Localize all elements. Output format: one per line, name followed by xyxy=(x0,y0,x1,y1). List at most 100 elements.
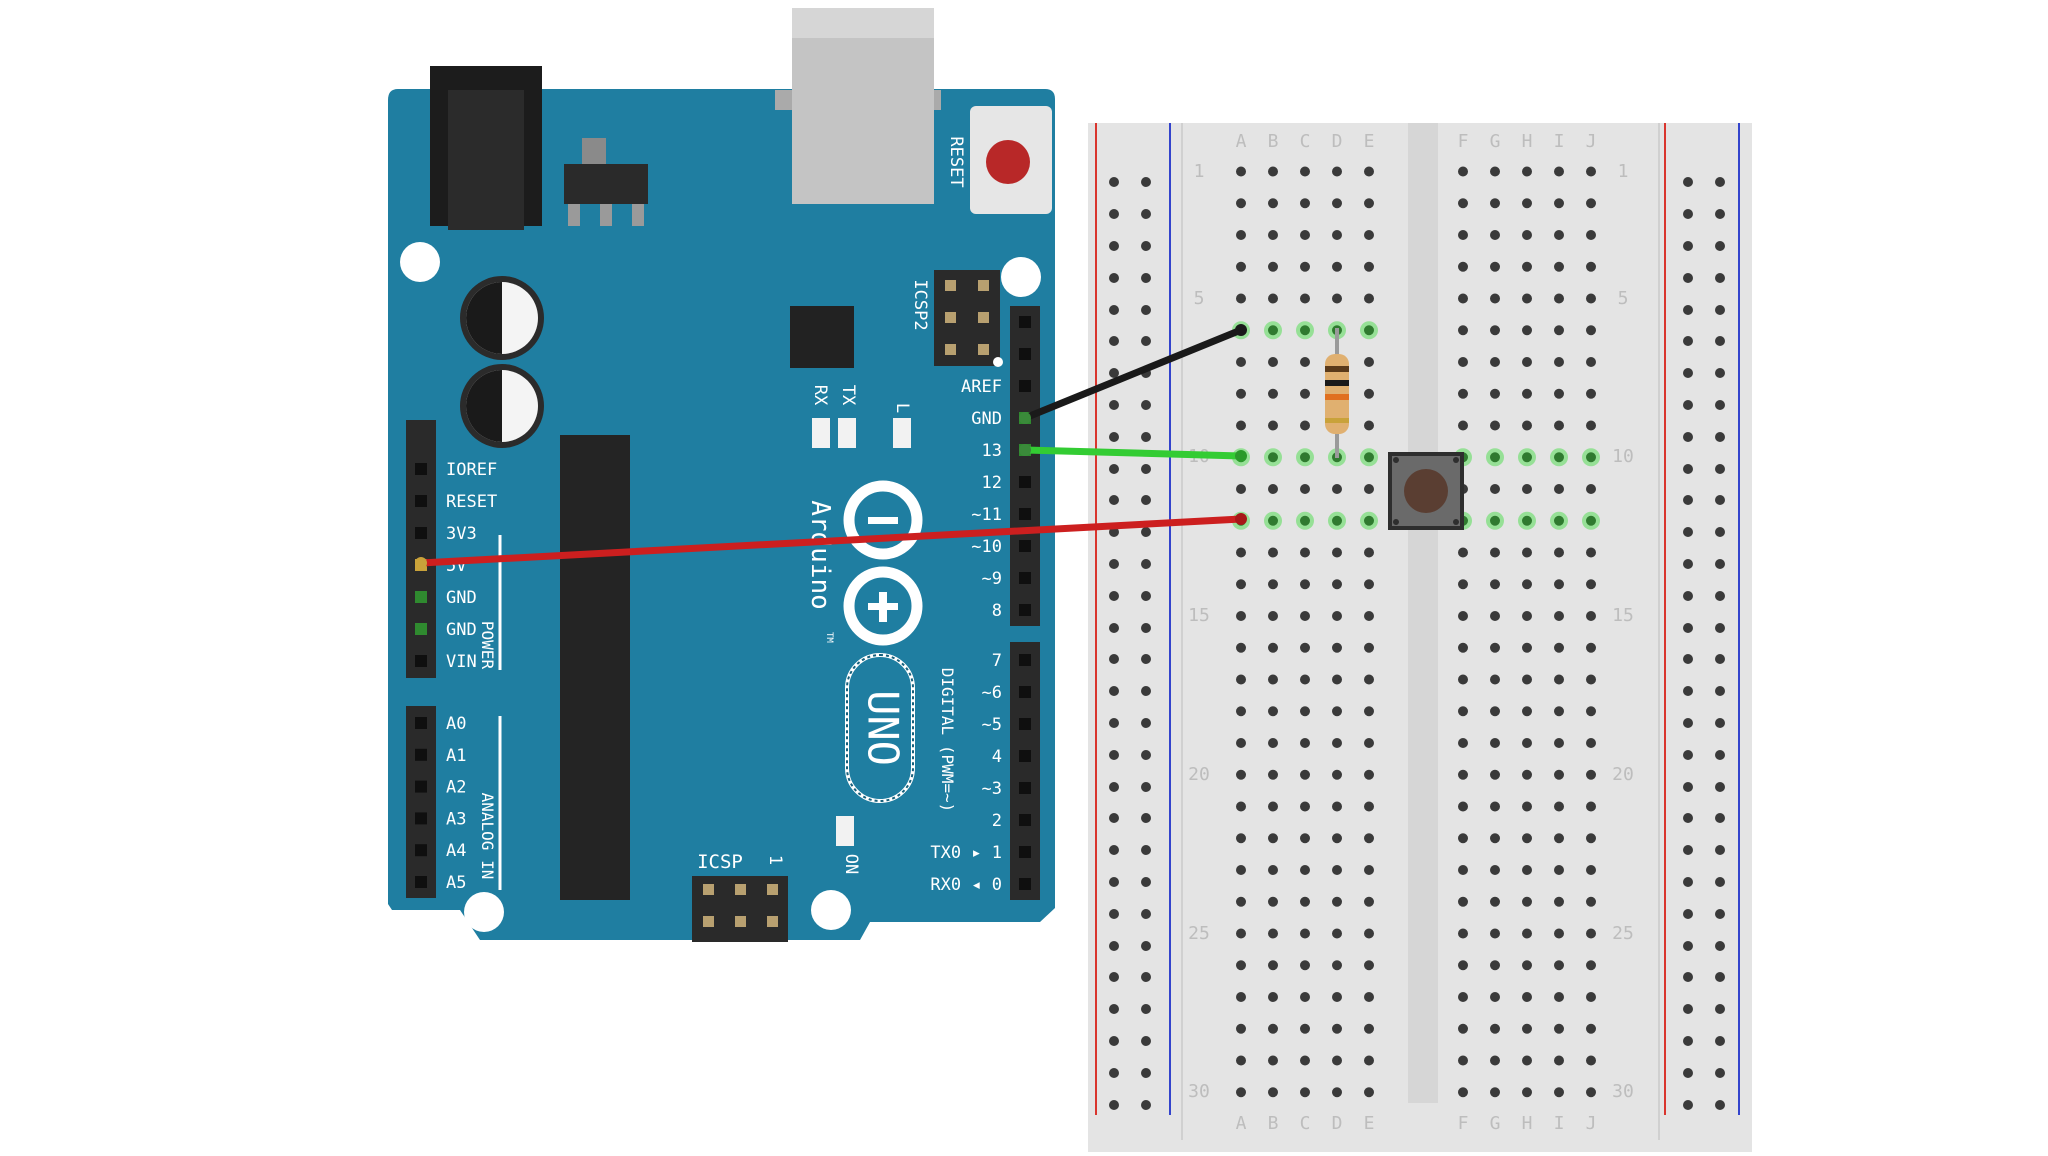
breadboard-hole xyxy=(1268,515,1278,526)
rail-hole xyxy=(1683,623,1693,633)
breadboard-hole xyxy=(1586,515,1596,526)
header-socket xyxy=(415,717,427,729)
pin-label: A1 xyxy=(446,746,466,766)
breadboard-hole xyxy=(1458,325,1468,336)
breadboard-hole xyxy=(1268,198,1278,209)
header-socket xyxy=(415,527,427,539)
pin-label: GND xyxy=(446,620,477,640)
center-channel xyxy=(1408,123,1438,1103)
breadboard-hole xyxy=(1332,642,1342,653)
rail-hole xyxy=(1683,654,1693,664)
rail-hole xyxy=(1109,432,1119,442)
breadboard-hole xyxy=(1236,611,1246,621)
analog-group-label: ANALOG IN xyxy=(478,793,497,880)
breadboard-hole xyxy=(1522,611,1532,621)
breadboard-hole xyxy=(1586,166,1596,177)
rail-hole xyxy=(1715,1100,1725,1110)
brand-label: Arduino xyxy=(805,500,835,610)
rail-hole xyxy=(1715,750,1725,760)
breadboard-hole xyxy=(1554,547,1564,558)
row-number: 20 xyxy=(1612,764,1634,785)
pin-label: A3 xyxy=(446,809,466,829)
breadboard-hole xyxy=(1268,833,1278,844)
breadboard-hole xyxy=(1554,992,1564,1002)
rail-hole xyxy=(1683,336,1693,346)
rx-led xyxy=(812,418,830,448)
breadboard-hole xyxy=(1490,960,1500,971)
rail-hole xyxy=(1109,623,1119,633)
rail-hole xyxy=(1683,209,1693,219)
breadboard-hole xyxy=(1332,1023,1342,1034)
rail-hole xyxy=(1141,273,1151,283)
reset-button xyxy=(986,140,1030,184)
breadboard-hole xyxy=(1332,1087,1342,1098)
header-socket xyxy=(415,655,427,667)
breadboard-hole xyxy=(1490,642,1500,653)
tx-led xyxy=(838,418,856,448)
breadboard-hole xyxy=(1490,1055,1500,1066)
breadboard-hole xyxy=(1332,801,1342,812)
breadboard-hole xyxy=(1236,769,1246,780)
breadboard-hole xyxy=(1364,833,1374,844)
row-number: 1 xyxy=(1194,161,1205,182)
breadboard-hole xyxy=(1522,1023,1532,1034)
rail-hole xyxy=(1141,336,1151,346)
breadboard-hole xyxy=(1332,928,1342,939)
breadboard-hole xyxy=(1300,325,1310,336)
breadboard-hole xyxy=(1554,261,1564,272)
rail-hole xyxy=(1715,209,1725,219)
breadboard-hole xyxy=(1332,769,1342,780)
breadboard-hole xyxy=(1490,166,1500,177)
header-socket xyxy=(1019,878,1031,890)
breadboard-hole xyxy=(1586,198,1596,209)
breadboard-hole xyxy=(1522,357,1532,367)
breadboard-hole xyxy=(1522,198,1532,209)
pin-label: RX0 ◂ 0 xyxy=(930,875,1002,895)
breadboard-hole xyxy=(1458,896,1468,907)
breadboard-hole xyxy=(1236,674,1246,685)
rail-hole xyxy=(1109,718,1119,728)
breadboard-hole xyxy=(1364,706,1374,717)
rail-hole xyxy=(1683,1100,1693,1110)
rail-hole xyxy=(1109,336,1119,346)
breadboard-hole xyxy=(1332,261,1342,272)
breadboard-hole xyxy=(1300,547,1310,558)
pin-label: GND xyxy=(446,588,477,608)
breadboard-hole xyxy=(1332,706,1342,717)
pin-label: VIN xyxy=(446,652,477,672)
breadboard-hole xyxy=(1522,166,1532,177)
breadboard-hole xyxy=(1458,738,1468,748)
breadboard-hole xyxy=(1458,865,1468,875)
rail-hole xyxy=(1109,750,1119,760)
breadboard-hole xyxy=(1300,388,1310,399)
breadboard-hole xyxy=(1458,642,1468,653)
column-label: E xyxy=(1364,131,1375,152)
rail-hole xyxy=(1109,972,1119,982)
rail-hole xyxy=(1715,972,1725,982)
row-number: 20 xyxy=(1188,764,1210,785)
column-label: D xyxy=(1332,131,1343,152)
breadboard-hole xyxy=(1522,1055,1532,1066)
breadboard-hole xyxy=(1458,261,1468,272)
breadboard-hole xyxy=(1236,928,1246,939)
breadboard-hole xyxy=(1268,484,1278,494)
breadboard-hole xyxy=(1364,992,1374,1002)
header-socket xyxy=(1019,604,1031,616)
breadboard-hole xyxy=(1364,960,1374,971)
rail-hole xyxy=(1715,336,1725,346)
usb-chip xyxy=(790,306,854,368)
wire-end xyxy=(1235,450,1247,462)
pin-label: GND xyxy=(971,409,1002,429)
rail-hole xyxy=(1109,559,1119,569)
breadboard-hole xyxy=(1586,388,1596,399)
breadboard-hole xyxy=(1522,230,1532,240)
breadboard-hole xyxy=(1458,1023,1468,1034)
breadboard-hole xyxy=(1554,420,1564,431)
column-label: B xyxy=(1268,131,1279,152)
pin-label: AREF xyxy=(961,377,1002,397)
rail-hole xyxy=(1141,813,1151,823)
breadboard-hole xyxy=(1490,865,1500,875)
breadboard-hole xyxy=(1364,452,1374,463)
rail-hole xyxy=(1683,527,1693,537)
